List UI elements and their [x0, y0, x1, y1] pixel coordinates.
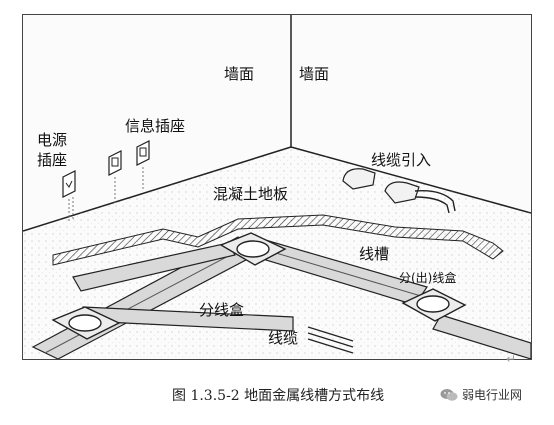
trunking-left-upper [72, 242, 236, 292]
info-socket-icon [108, 140, 150, 203]
cable-entry-conduit-icon [342, 168, 456, 214]
watermark-text: 弱电行业网 [462, 388, 523, 402]
concrete-slab-section [52, 214, 504, 266]
trunking-edge [432, 314, 531, 359]
power-socket-icon [62, 170, 76, 221]
wechat-icon [440, 388, 458, 401]
power-socket-label-1: 电源 [37, 131, 68, 149]
junction-box-left-lid [68, 314, 102, 332]
power-socket-label-2: 插座 [37, 151, 68, 169]
junction-box-label: 分线盒 [199, 301, 245, 319]
cable-line-3 [307, 338, 354, 354]
outlet-box-label: 分(出)线盒 [399, 271, 457, 285]
cable-entry-label: 线缆引入 [371, 151, 432, 169]
cable-line-1 [307, 326, 354, 342]
diagram-drawing [23, 15, 531, 359]
wall-right-label: 墙面 [299, 65, 330, 83]
watermark: 弱电行业网 [440, 386, 522, 403]
concrete-slab-label: 混凝土地板 [213, 185, 289, 203]
info-socket-label: 信息插座 [125, 117, 186, 135]
junction-box-right-lid [416, 295, 450, 313]
paragraph-mark: ↵ [506, 352, 517, 366]
cable-line-2 [307, 332, 354, 348]
trunking-label: 线槽 [359, 245, 390, 263]
wiring-diagram: 墙面 墙面 电源 插座 信息插座 线缆引入 混凝土地板 线槽 分(出)线盒 分线… [22, 14, 532, 360]
junction-box-center-lid [236, 240, 270, 258]
figure-caption: 图 1.3.5-2 地面金属线槽方式布线 [172, 388, 385, 404]
cable-label: 线缆 [268, 329, 299, 347]
wall-left-label: 墙面 [224, 65, 255, 83]
